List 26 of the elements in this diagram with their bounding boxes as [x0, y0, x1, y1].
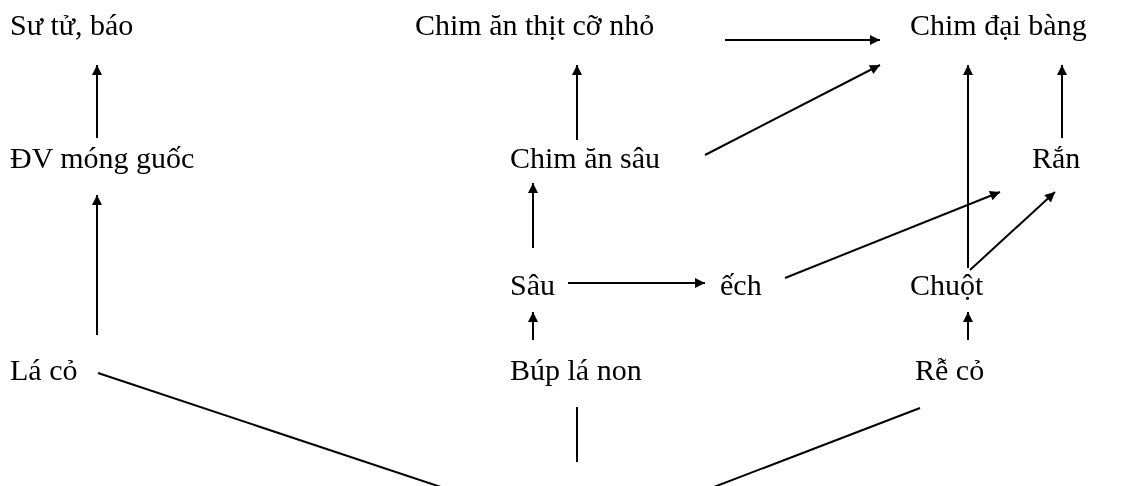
arrow — [704, 64, 881, 156]
species-label: Chim ăn sâu — [510, 140, 660, 175]
arrow — [1057, 64, 1067, 139]
arrow — [528, 311, 538, 341]
species-label: Lá cỏ — [10, 352, 78, 387]
species-label: Chuột — [910, 267, 984, 302]
arrow — [963, 64, 973, 269]
species-label: Chim đại bàng — [910, 7, 1087, 42]
arrow — [92, 64, 102, 139]
arrow — [724, 35, 881, 45]
species-label: Rắn — [1032, 140, 1081, 175]
species-label: Sâu — [510, 267, 555, 302]
species-label: ếch — [720, 267, 762, 302]
arrow — [963, 311, 973, 341]
species-label: Chim ăn thịt cỡ nhỏ — [415, 7, 655, 42]
arrow — [92, 194, 102, 336]
species-label: Rễ cỏ — [915, 352, 985, 387]
arrow — [567, 278, 706, 288]
arrow — [784, 191, 1001, 279]
arrow — [528, 182, 538, 249]
species-label: Sư tử, báo — [10, 7, 134, 42]
arrow — [572, 64, 582, 141]
species-label: ĐV móng guốc — [10, 140, 195, 175]
connector-line — [576, 406, 578, 463]
species-label: Búp lá non — [510, 352, 642, 387]
arrow — [969, 191, 1056, 271]
